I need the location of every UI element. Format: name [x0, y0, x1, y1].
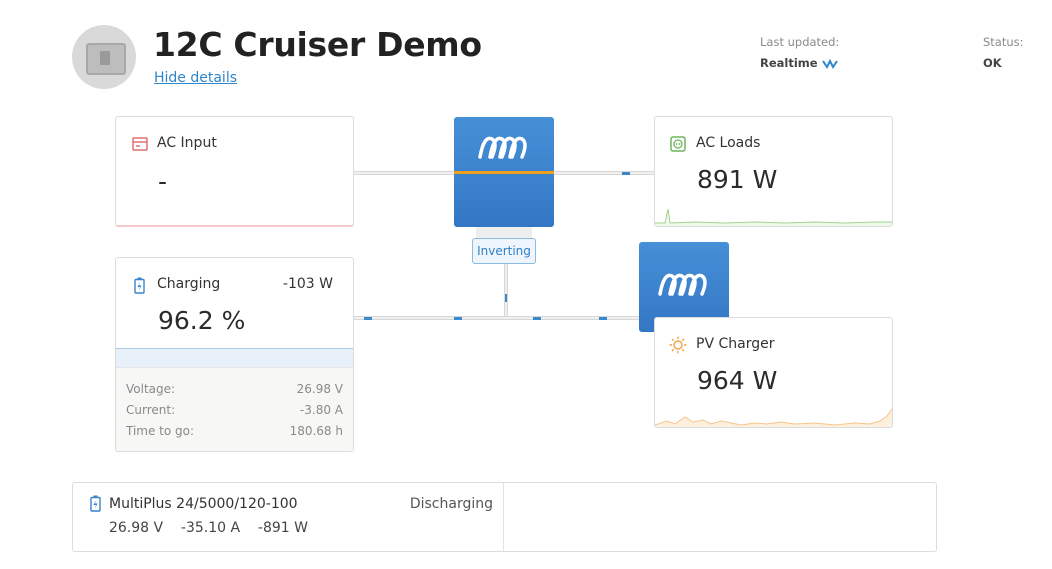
device-name: MultiPlus 24/5000/120-100: [109, 496, 298, 512]
device-mount: [476, 227, 532, 239]
hide-details-link[interactable]: Hide details: [154, 70, 238, 86]
site-avatar: [72, 25, 136, 89]
device-list-divider: [503, 483, 504, 551]
victron-logo-icon: [478, 136, 527, 159]
line-dc-bus: [353, 316, 643, 320]
device-power: -891 W: [257, 520, 308, 536]
status-label: Status:: [983, 35, 1024, 49]
device-readings: 26.98 V -35.10 A -891 W: [109, 520, 308, 536]
flow-dot: [599, 317, 607, 320]
battery-card[interactable]: Charging -103 W 96.2 % Voltage: 26.98 V …: [115, 257, 354, 452]
battery-soc: 96.2 %: [158, 306, 246, 335]
page-title: 12C Cruiser Demo: [153, 25, 482, 64]
flow-dot: [505, 294, 507, 302]
inverter-state-badge: Inverting: [472, 238, 536, 264]
line-ac-loads: [553, 171, 655, 175]
pv-charger-card[interactable]: PV Charger 964 W: [654, 317, 893, 428]
pv-charger-label: PV Charger: [696, 336, 775, 352]
device-state: Discharging: [409, 496, 493, 512]
time-to-go-value: 180.68 h: [289, 424, 343, 438]
ac-input-icon: [132, 137, 148, 151]
socket-icon: [670, 136, 686, 152]
flow-dot: [364, 317, 372, 320]
flow-dot: [622, 172, 630, 175]
voltage-value: 26.98 V: [296, 382, 343, 396]
ac-loads-card[interactable]: AC Loads 891 W: [654, 116, 893, 227]
battery-details: Voltage: 26.98 V Current: -3.80 A Time t…: [116, 367, 353, 451]
battery-state-label: Charging: [157, 276, 221, 292]
ac-input-label: AC Input: [157, 135, 217, 151]
victron-logo-icon: [658, 273, 707, 296]
ac-loads-value: 891 W: [697, 165, 778, 194]
battery-icon: [90, 495, 101, 512]
device-row-multiplus[interactable]: MultiPlus 24/5000/120-100 Discharging 26…: [73, 483, 503, 551]
current-value: -3.80 A: [299, 403, 343, 417]
realtime-wave-icon: [821, 58, 838, 69]
ac-loads-sparkline: [655, 208, 892, 226]
time-to-go-label: Time to go:: [126, 424, 195, 438]
battery-icon: [134, 277, 145, 294]
last-updated-value: Realtime: [760, 56, 838, 70]
status-value: OK: [983, 56, 1002, 70]
ac-input-value: -: [158, 167, 168, 196]
device-image-icon: [86, 43, 126, 75]
sun-icon: [669, 336, 687, 354]
flow-dot: [533, 317, 541, 320]
device-voltage: 26.98 V: [109, 520, 164, 536]
line-dc-vertical: [504, 226, 508, 318]
ac-loads-label: AC Loads: [696, 135, 761, 151]
device-current: -35.10 A: [180, 520, 241, 536]
battery-power: -103 W: [282, 276, 333, 292]
last-updated-label: Last updated:: [760, 35, 840, 49]
flow-dot: [454, 317, 462, 320]
ac-input-card[interactable]: AC Input -: [115, 116, 354, 227]
pv-sparkline: [655, 408, 892, 427]
current-label: Current:: [126, 403, 176, 417]
realtime-text: Realtime: [760, 56, 818, 70]
voltage-label: Voltage:: [126, 382, 176, 396]
pv-charger-value: 964 W: [697, 366, 778, 395]
multiplus-device[interactable]: [454, 117, 554, 227]
soc-fill-bar: [116, 348, 353, 367]
line-ac-input: [353, 171, 455, 175]
device-list: MultiPlus 24/5000/120-100 Discharging 26…: [72, 482, 937, 552]
device-stripe: [454, 171, 554, 174]
